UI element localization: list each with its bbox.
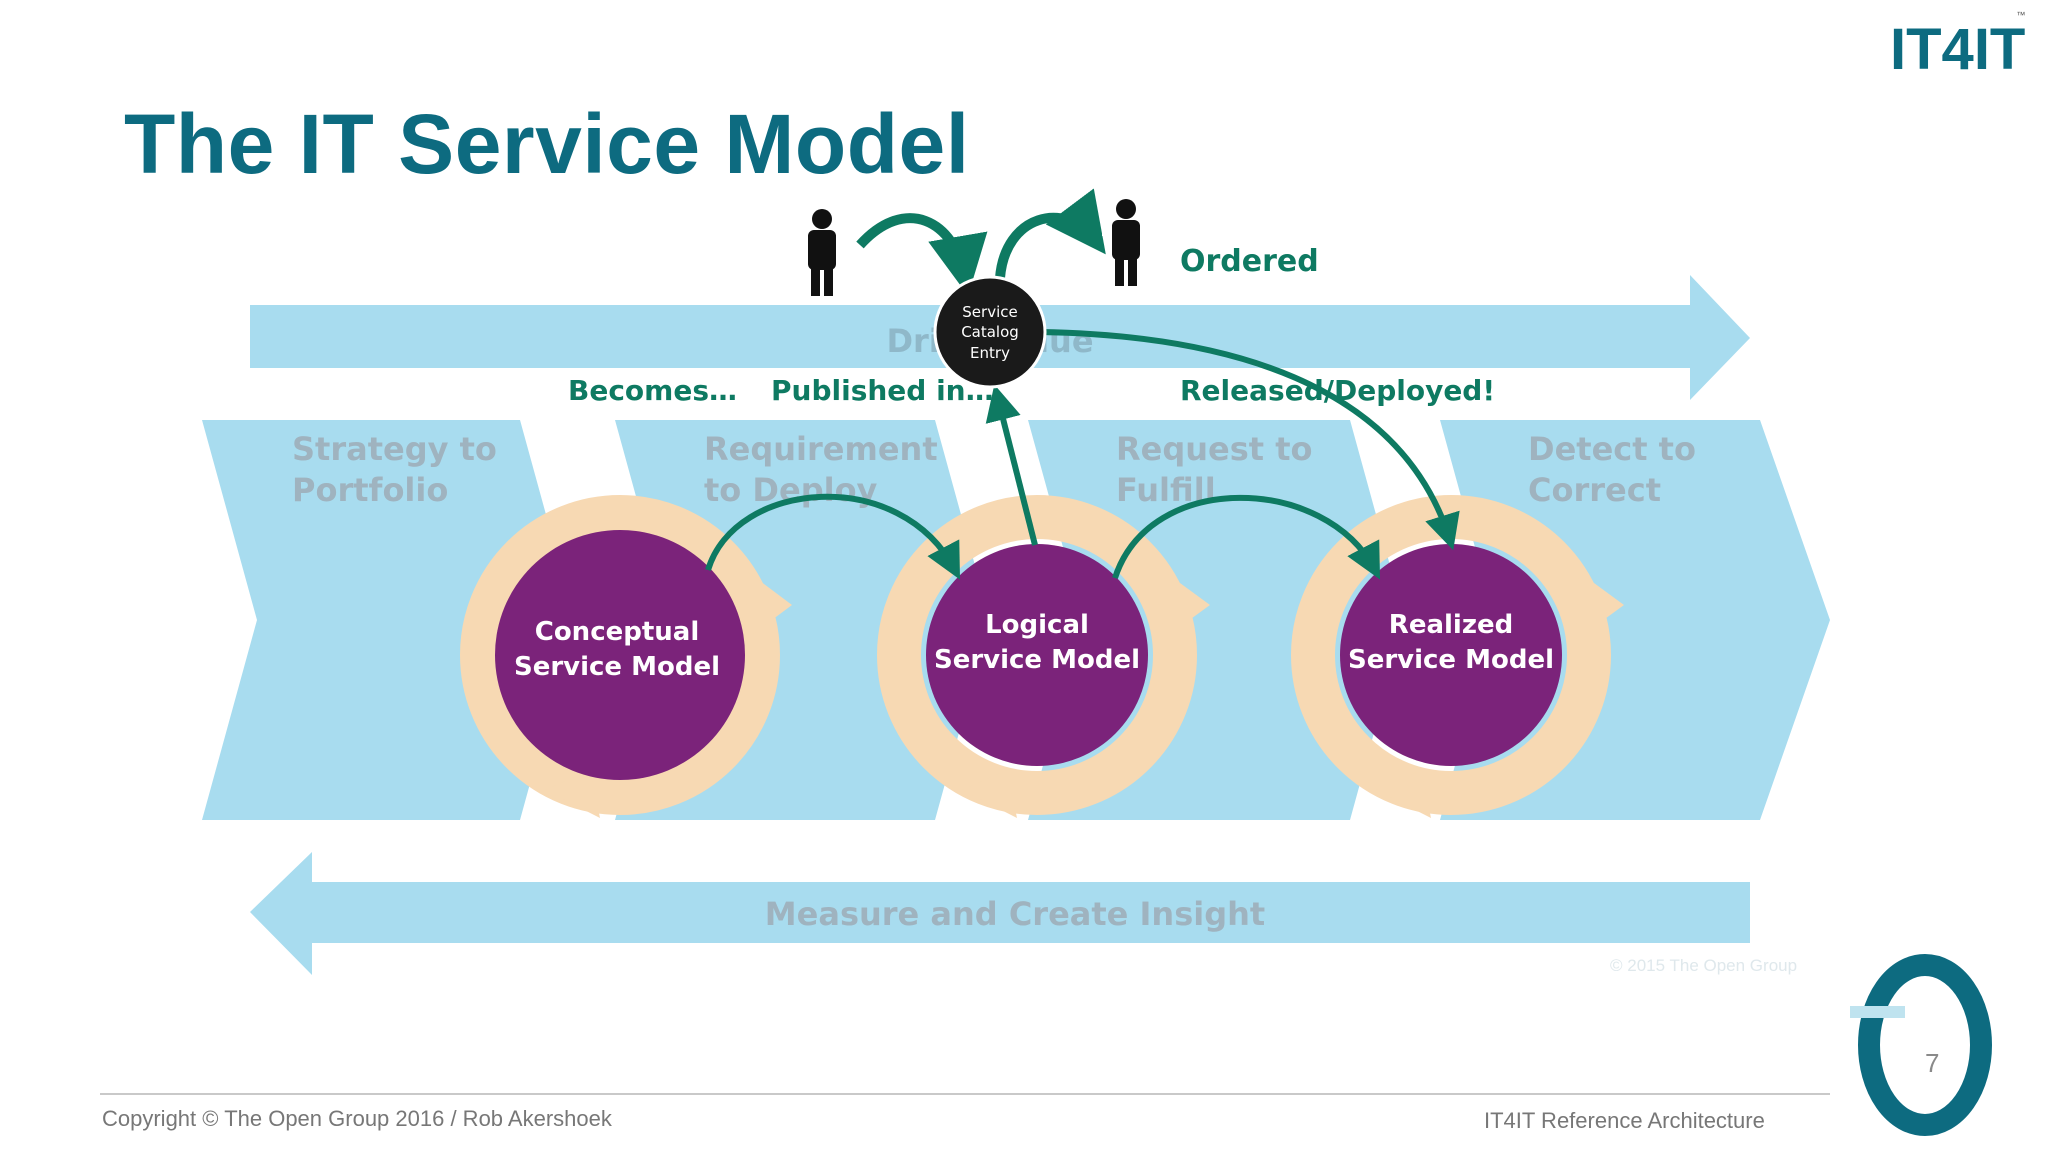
- logo-text-right: IT: [1973, 17, 2026, 82]
- model-3-line2: Service Model: [1348, 645, 1554, 675]
- arrow-catalog-to-realized: [1039, 329, 1460, 551]
- ring-arrowhead: [1162, 572, 1210, 640]
- lifecycle-ring-logical: [877, 495, 1197, 815]
- arrow-logical-to-realized: [1112, 494, 1381, 580]
- stream-1-line2: Portfolio: [292, 471, 448, 509]
- model-2-line2: Service Model: [934, 645, 1140, 675]
- page-title: The IT Service Model: [124, 97, 970, 191]
- stream-3-line1: Request to: [1116, 430, 1313, 468]
- label-ordered: Ordered: [1180, 244, 1319, 279]
- stream-4-line1: Detect to: [1528, 430, 1696, 468]
- footer-copyright: Copyright © The Open Group 2016 / Rob Ak…: [102, 1106, 612, 1131]
- arrow-catalog-to-person-right: [995, 188, 1106, 279]
- footer-title: IT4IT Reference Architecture: [1484, 1108, 1765, 1133]
- model-1-line1: Conceptual: [535, 617, 700, 647]
- logo-trademark: ™: [2016, 10, 2026, 20]
- ring-arrowhead: [1576, 572, 1624, 640]
- ring-arrowhead: [1376, 770, 1431, 818]
- catalog-line3: Entry: [970, 344, 1010, 362]
- logo-text-left: IT: [1890, 17, 1942, 82]
- it4it-logo: IT4IT ™: [1890, 10, 2026, 83]
- person-right-icon: [1102, 199, 1140, 286]
- label-published: Published in…: [771, 374, 994, 407]
- service-catalog-entry-circle: [933, 275, 1047, 389]
- arrow-conceptual-to-logical: [705, 493, 961, 580]
- bottom-band-label: Measure and Create Insight: [765, 895, 1265, 933]
- label-released: Released/Deployed!: [1180, 374, 1495, 407]
- stream-2-line1: Requirement: [704, 430, 938, 468]
- arrow-person-left-to-catalog: [856, 213, 988, 296]
- catalog-line1: Service: [962, 303, 1017, 321]
- model-1-line2: Service Model: [514, 652, 720, 682]
- copyright-watermark: © 2015 The Open Group: [1610, 956, 1798, 975]
- catalog-line2: Catalog: [961, 323, 1019, 341]
- measure-band: [250, 852, 1750, 975]
- label-becomes: Becomes…: [568, 374, 737, 407]
- stream-4-line2: Correct: [1528, 471, 1661, 509]
- footer-divider: [100, 1093, 1830, 1095]
- model-2-line1: Logical: [985, 610, 1089, 640]
- stream-1-line1: Strategy to: [292, 430, 497, 468]
- arrow-logical-to-catalog: [985, 384, 1038, 546]
- realized-service-model-circle: [1340, 544, 1562, 766]
- lifecycle-ring-conceptual: [460, 495, 780, 815]
- logo-text-mid: 4: [1941, 17, 1974, 82]
- ring-arrowhead: [962, 770, 1017, 818]
- page-number: 7: [1925, 1048, 1940, 1078]
- person-left-icon: [808, 209, 846, 296]
- logical-service-model-circle: [926, 544, 1148, 766]
- model-3-line1: Realized: [1389, 610, 1513, 640]
- ring-arrowhead: [745, 572, 792, 640]
- ring-arrowhead: [545, 770, 600, 818]
- conceptual-service-model-circle: [495, 530, 745, 780]
- open-group-logo: [1850, 954, 1992, 1136]
